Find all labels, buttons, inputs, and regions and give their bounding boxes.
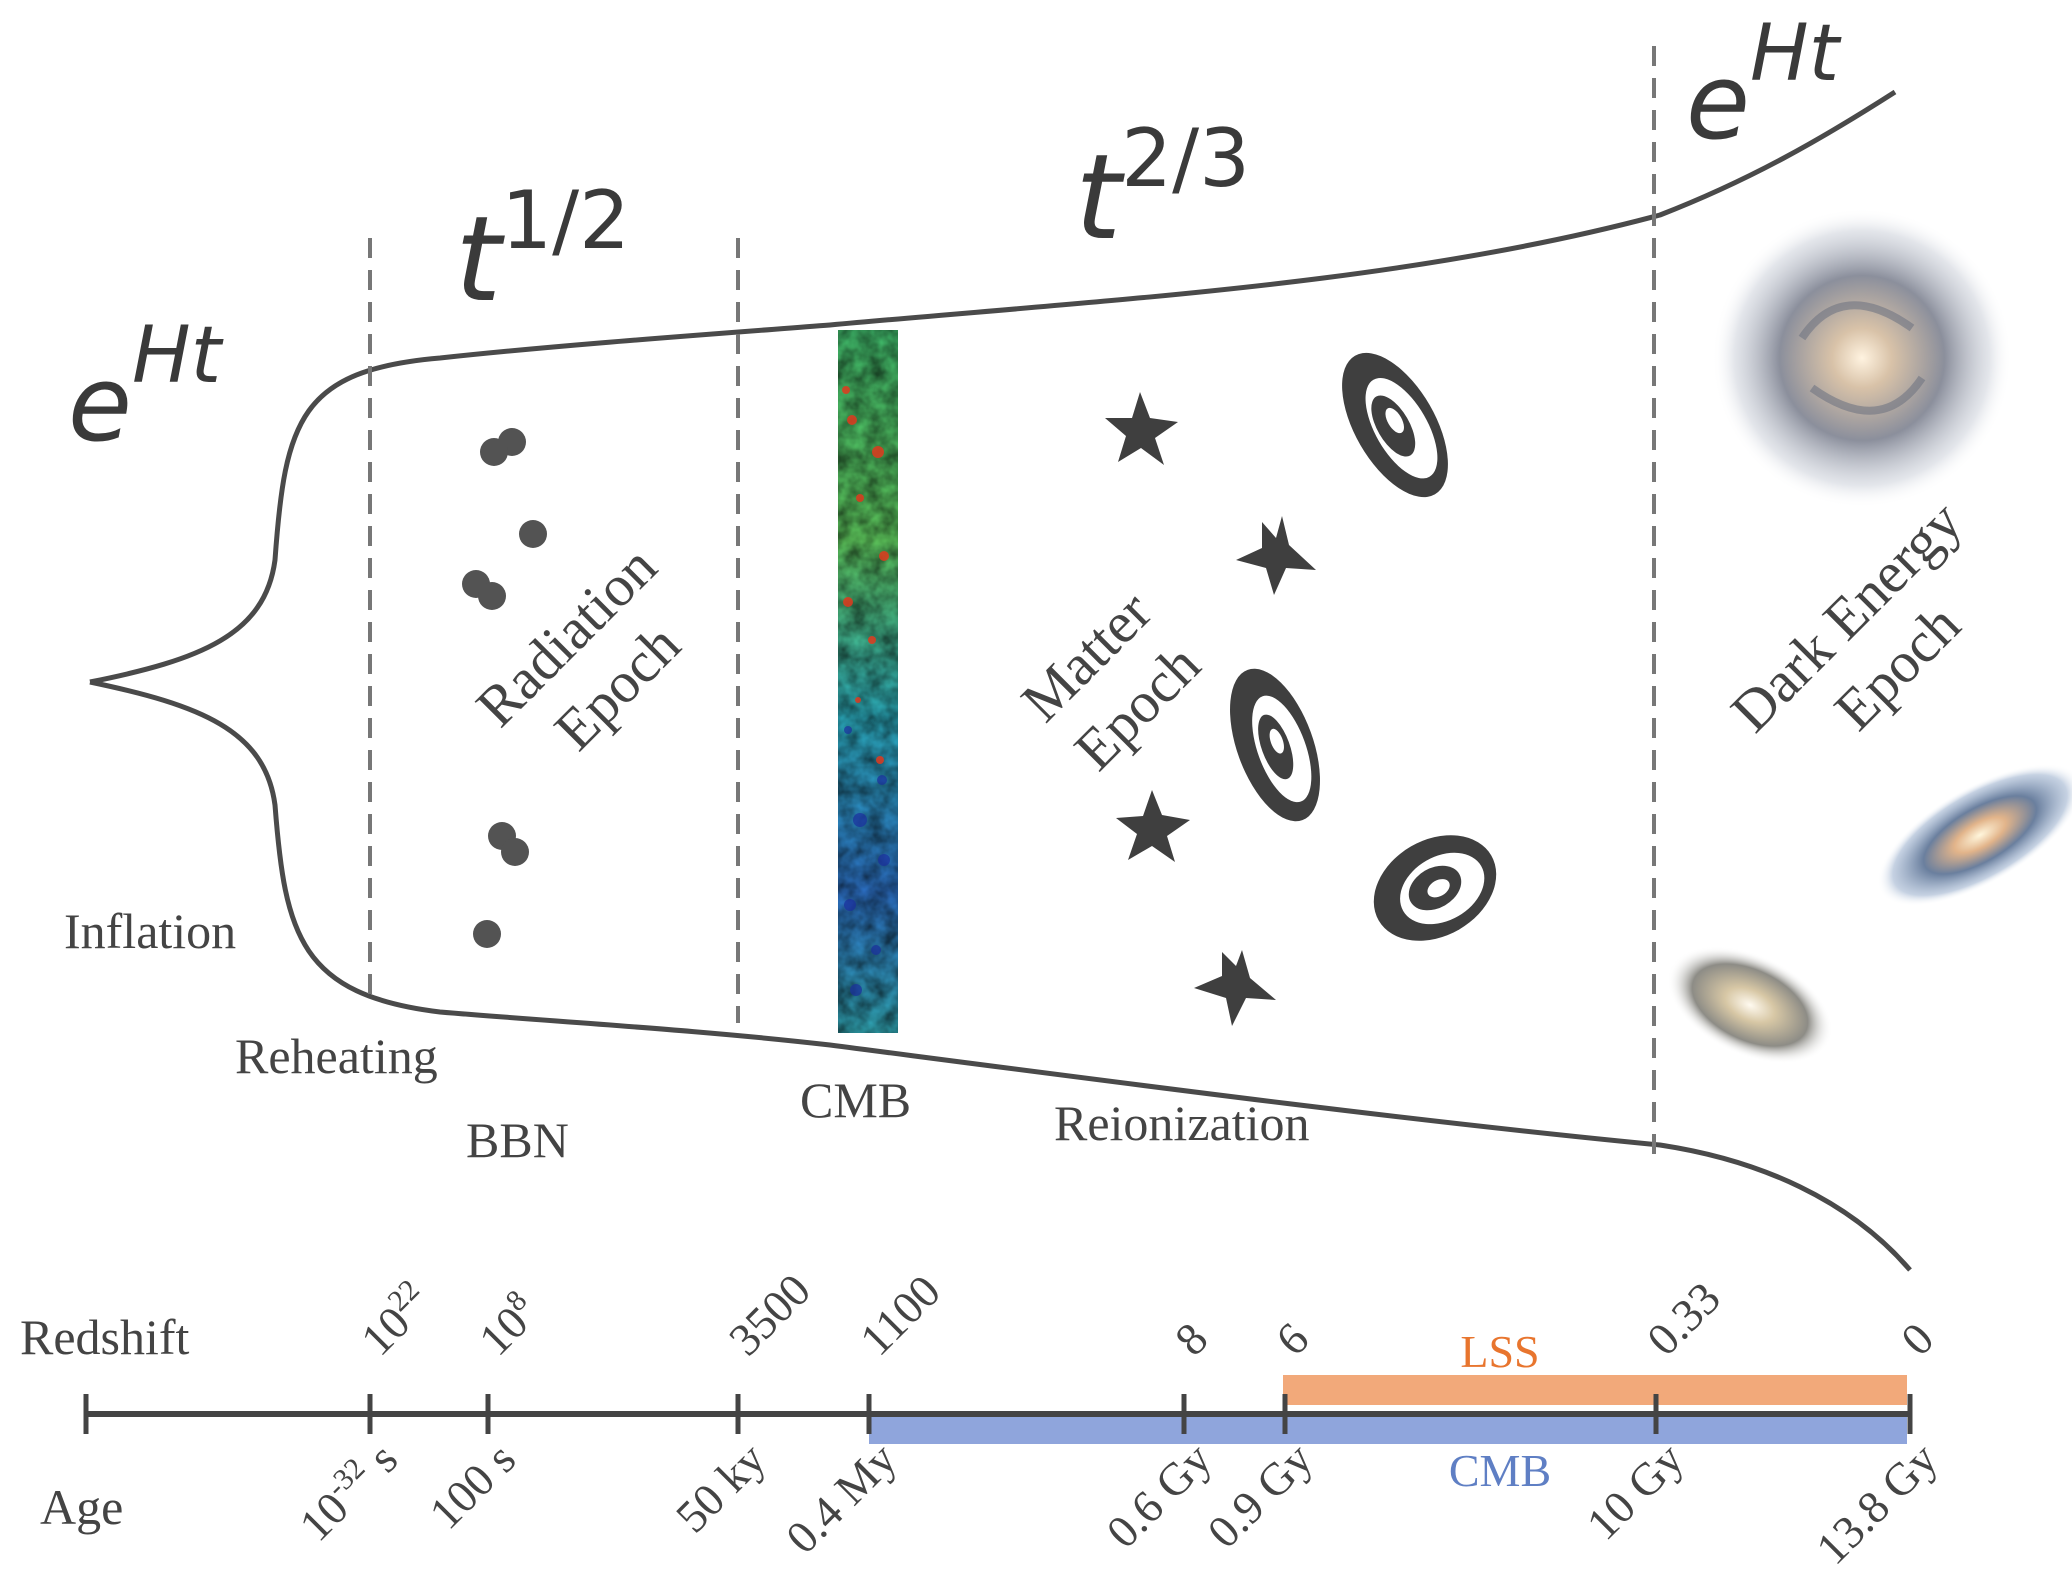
law-inflation: eHt: [68, 311, 224, 465]
spiral-galaxy-icon: [1373, 835, 1497, 941]
event-inflation: Inflation: [64, 903, 236, 959]
lss-band-label: LSS: [1460, 1326, 1539, 1377]
star-icon: [1116, 790, 1190, 862]
event-reheating: Reheating: [235, 1028, 438, 1084]
law-dark-energy: eHt: [1686, 9, 1842, 163]
spiral-galaxy-icon: [1342, 352, 1448, 498]
age-label: 0.6 Gy: [1096, 1433, 1221, 1558]
event-cmb: CMB: [800, 1072, 911, 1128]
galaxy-image-large: [1712, 208, 2012, 508]
redshift-label: 6: [1266, 1313, 1318, 1365]
age-label: 13.8 Gy: [1806, 1433, 1947, 1574]
redshift-label: 1022: [349, 1273, 441, 1365]
lss-band: [1283, 1375, 1907, 1405]
particle-dots: [462, 428, 547, 948]
age-row-label: Age: [40, 1479, 123, 1535]
redshift-label: 108: [467, 1284, 548, 1365]
spiral-galaxy-icon: [1230, 668, 1320, 822]
galaxy-image-andromeda: [1877, 764, 2072, 906]
cmb-strip: [838, 330, 898, 1033]
redshift-label: 0.33: [1637, 1272, 1730, 1365]
expansion-curve-lower: [89, 679, 1912, 1272]
expansion-curve-upper: [89, 89, 1897, 685]
star-icons: [1105, 392, 1316, 1026]
galaxy-image-small: [1667, 946, 1833, 1064]
star-icon: [1105, 392, 1178, 465]
star-icon: [1194, 950, 1276, 1026]
age-label: 0.9 Gy: [1197, 1433, 1322, 1558]
event-reionization: Reionization: [1054, 1095, 1310, 1151]
cmb-band: [869, 1414, 1907, 1444]
cmb-band-label: CMB: [1449, 1445, 1551, 1496]
radiation-epoch-label: Radiation Epoch: [463, 533, 692, 762]
age-label: 100 s: [419, 1433, 525, 1539]
spiral-galaxy-icons: [1230, 352, 1497, 941]
age-label: 10 Gy: [1577, 1433, 1693, 1549]
law-radiation: t1/2: [455, 174, 630, 328]
redshift-label: 3500: [719, 1264, 820, 1365]
event-bbn: BBN: [466, 1112, 569, 1168]
redshift-row-label: Redshift: [20, 1309, 190, 1365]
star-icon: [1236, 516, 1316, 595]
redshift-label: 1100: [850, 1265, 950, 1365]
redshift-label: 0: [1891, 1313, 1943, 1365]
dark-energy-epoch-label: Dark Energy Epoch: [1718, 488, 1974, 744]
redshift-label: 8: [1165, 1313, 1217, 1365]
age-label: 50 ky: [666, 1433, 775, 1542]
age-label: 10-32 s: [287, 1431, 407, 1551]
matter-epoch-label: Matter Epoch: [1009, 579, 1213, 783]
law-matter: t2/3: [1075, 112, 1250, 266]
age-label: 0.4 My: [776, 1433, 906, 1563]
